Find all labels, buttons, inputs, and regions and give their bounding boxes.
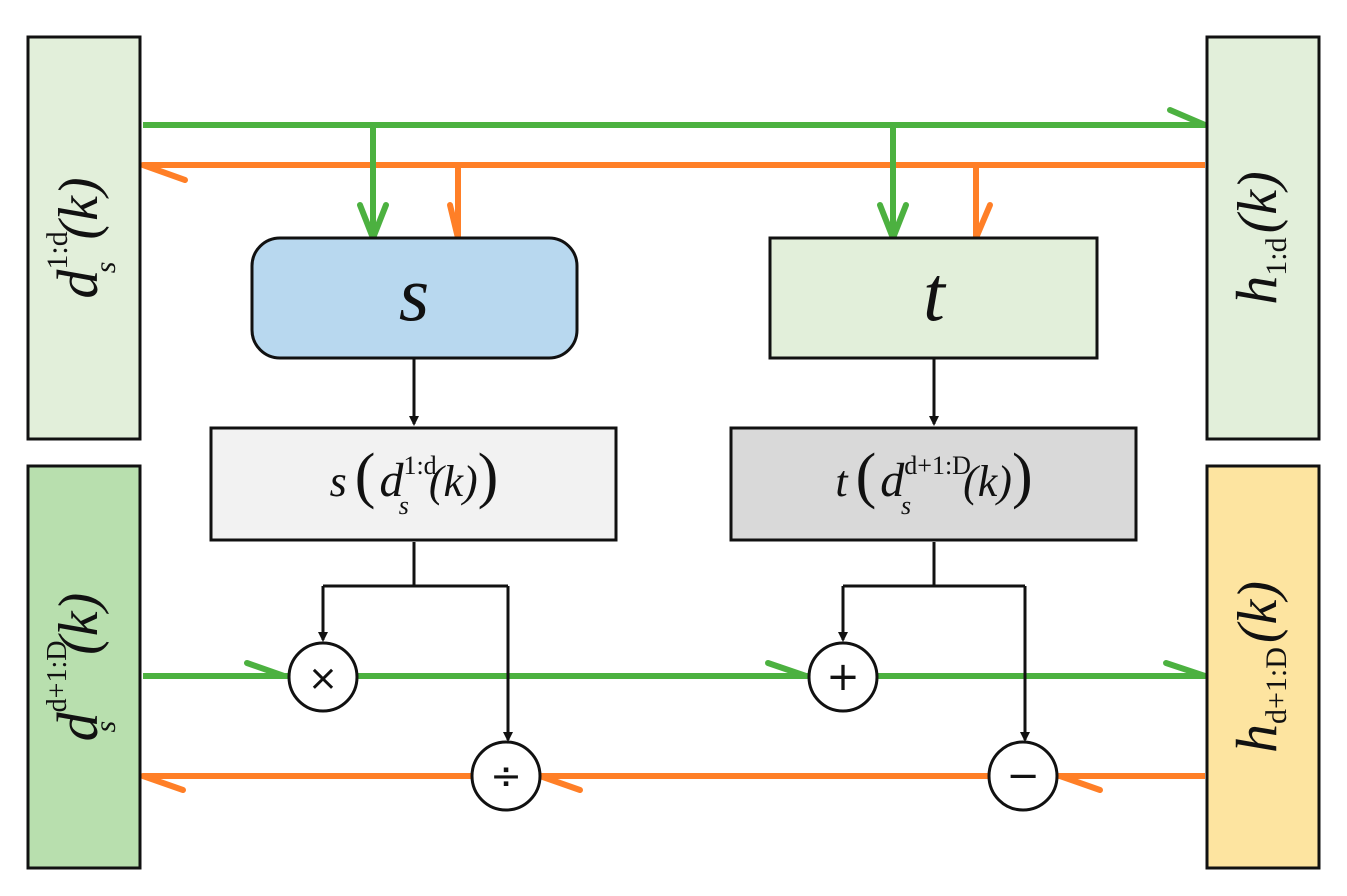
- s-network-block: s: [250, 236, 579, 360]
- input-bottom-block: dd+1:Ds(k): [26, 464, 142, 870]
- t-value-split-connector: [843, 542, 1025, 588]
- t-network-label: t: [923, 250, 947, 337]
- add-symbol: +: [826, 654, 860, 700]
- add-node: +: [807, 641, 879, 713]
- bottom-inverse-orange-arrowhead-3: [1057, 773, 1103, 793]
- t-network-block: t: [768, 236, 1099, 360]
- orange-branch-to-s-arrowhead: [447, 202, 461, 241]
- s-network-label: s: [399, 250, 429, 337]
- multiply-node: ×: [287, 641, 359, 713]
- bottom-inverse-orange-arrowhead-1: [140, 773, 186, 793]
- top-inverse-orange-arrowhead: [140, 162, 188, 183]
- input-bottom-label: dd+1:Ds(k): [42, 593, 121, 742]
- bottom-forward-green-arrowhead-3: [1163, 660, 1208, 679]
- divide-symbol: ÷: [490, 754, 522, 798]
- multiply-symbol: ×: [308, 658, 338, 699]
- subtract-symbol: −: [1006, 753, 1040, 799]
- bottom-forward-green-arrowhead-2: [765, 660, 809, 679]
- bottom-forward-green-arrowhead-1: [244, 660, 287, 679]
- orange-branch-to-t-arrowhead: [973, 202, 993, 241]
- output-bottom-block: hd+1:D(k): [1205, 464, 1321, 870]
- output-top-label: h1:d(k): [1224, 171, 1293, 305]
- top-forward-green-arrowhead: [1167, 107, 1208, 128]
- divide-node: ÷: [470, 740, 542, 812]
- subtract-node: −: [987, 740, 1059, 812]
- output-bottom-label: hd+1:D(k): [1224, 581, 1293, 753]
- output-top-block: h1:d(k): [1205, 35, 1321, 441]
- bottom-inverse-orange-arrowhead-2: [537, 773, 583, 793]
- s-value-split-connector: [323, 542, 508, 588]
